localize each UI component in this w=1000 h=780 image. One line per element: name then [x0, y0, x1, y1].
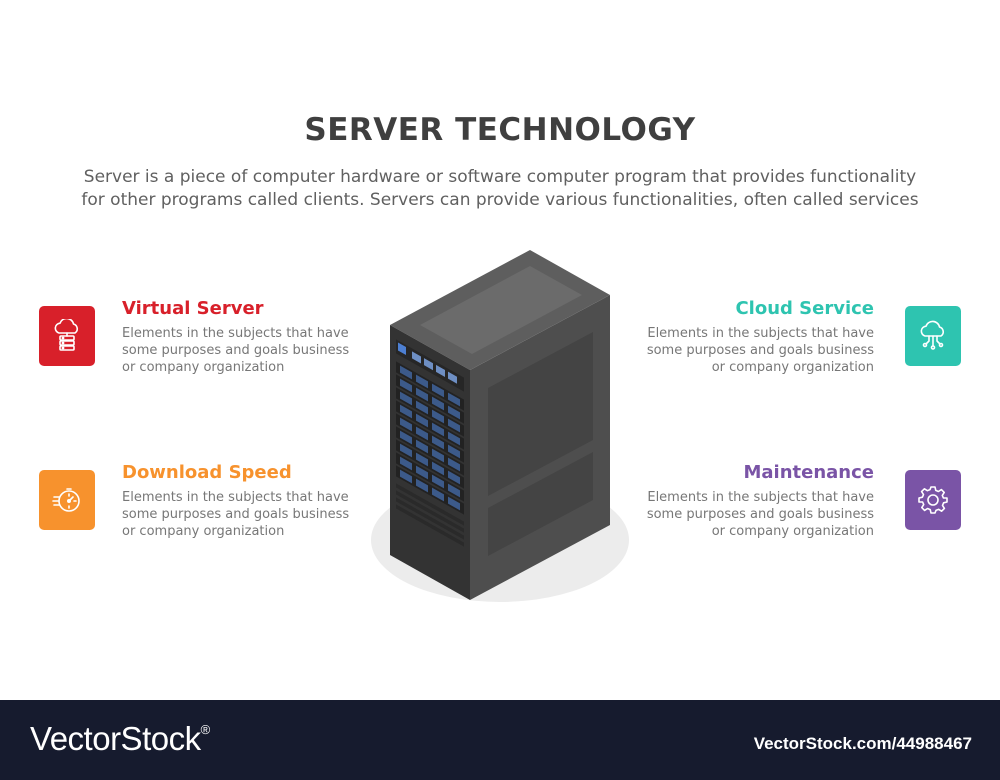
desc-line: some purposes and goals business [122, 507, 350, 522]
registered-mark: ® [200, 722, 211, 737]
drive-slot [432, 448, 444, 463]
drive-slot [416, 439, 428, 454]
drive-slot [400, 469, 412, 484]
desc-line: or company organization [711, 360, 874, 375]
bottom-vent-line [396, 490, 464, 533]
drive-slot [432, 422, 444, 437]
desc-line: some purposes and goals business [122, 343, 350, 358]
gear-icon [918, 486, 948, 514]
drive-slot [400, 456, 412, 471]
server-front-details [396, 339, 464, 547]
server-rack-illustration [371, 250, 629, 602]
drive-slot [448, 444, 460, 459]
drive-slot [400, 430, 412, 445]
page-subtitle: Server is a piece of computer hardware o… [40, 166, 960, 212]
drive-slot [448, 457, 460, 472]
drive-slot [448, 470, 460, 485]
drive-slot [416, 387, 428, 402]
maintenance-title: Maintenance [743, 462, 874, 483]
server-indicator [436, 364, 445, 377]
drive-slot [448, 496, 460, 511]
drive-slot [416, 413, 428, 428]
drive-bay-row [396, 465, 464, 515]
brand-name: VectorStock [30, 720, 201, 757]
download-speed-desc: Elements in the subjects that have some … [122, 489, 352, 540]
drive-slot [432, 487, 444, 502]
drive-bay-row [396, 439, 464, 489]
drive-bay-row [396, 387, 464, 437]
drive-slot [448, 483, 460, 498]
cloud-server-icon [54, 319, 79, 351]
drive-bay-row [396, 374, 464, 424]
subtitle-line-1: Server is a piece of computer hardware o… [83, 167, 917, 187]
drive-bay-row [396, 413, 464, 463]
server-side-recess-top [488, 332, 593, 496]
desc-line: Elements in the subjects that have [122, 326, 349, 341]
virtual-server-title: Virtual Server [122, 298, 264, 319]
drive-bay-row [396, 452, 464, 502]
drive-slot [432, 474, 444, 489]
cloud-service-desc: Elements in the subjects that have some … [644, 325, 874, 376]
subtitle-line-2: for other programs called clients. Serve… [81, 190, 919, 210]
desc-line: Elements in the subjects that have [647, 490, 874, 505]
desc-line: or company organization [122, 360, 285, 375]
drive-slot [432, 461, 444, 476]
drive-slot [448, 431, 460, 446]
bottom-vent-line [396, 497, 464, 540]
desc-line: or company organization [122, 524, 285, 539]
drive-slot [448, 392, 460, 407]
drive-slot [432, 435, 444, 450]
maintenance-icon-box [905, 470, 961, 530]
drive-slot [448, 405, 460, 420]
drive-slot [416, 478, 428, 493]
drive-slot [448, 418, 460, 433]
vectorstock-logo: VectorStock® [30, 720, 210, 758]
drive-slot [432, 383, 444, 398]
speedometer-icon [52, 488, 80, 512]
bottom-vent-line [396, 483, 464, 526]
drive-slot [400, 443, 412, 458]
server-side-recess-bottom [488, 452, 593, 556]
virtual-server-desc: Elements in the subjects that have some … [122, 325, 352, 376]
drive-slot [416, 400, 428, 415]
server-indicator [424, 358, 433, 371]
desc-line: or company organization [711, 524, 874, 539]
drive-bay-row [396, 361, 464, 411]
server-indicator [448, 371, 457, 384]
drive-slot [432, 409, 444, 424]
drive-bay-row [396, 400, 464, 450]
bottom-vent-line [396, 504, 464, 547]
desc-line: some purposes and goals business [646, 507, 874, 522]
drive-slot [400, 404, 412, 419]
download-speed-icon-box [39, 470, 95, 530]
desc-line: Elements in the subjects that have [122, 490, 349, 505]
drive-slot [416, 374, 428, 389]
stock-id: VectorStock.com/44988467 [753, 734, 972, 753]
footer-bar: VectorStock® VectorStock.com/44988467 [0, 700, 1000, 780]
drive-slot [400, 417, 412, 432]
desc-line: Elements in the subjects that have [647, 326, 874, 341]
page-title: SERVER TECHNOLOGY [304, 112, 696, 148]
drive-slot [400, 365, 412, 380]
virtual-server-icon-box [39, 306, 95, 366]
download-speed-title: Download Speed [122, 462, 292, 483]
cloud-network-icon [920, 320, 945, 350]
maintenance-desc: Elements in the subjects that have some … [644, 489, 874, 540]
drive-slot [400, 391, 412, 406]
drive-slot [432, 396, 444, 411]
cloud-service-title: Cloud Service [735, 298, 874, 319]
drive-bay-row [396, 426, 464, 476]
drive-slot [416, 426, 428, 441]
drive-slot [400, 378, 412, 393]
server-indicator [412, 351, 421, 364]
desc-line: some purposes and goals business [646, 343, 874, 358]
cloud-service-icon-box [905, 306, 961, 366]
drive-slot [416, 465, 428, 480]
drive-slot [416, 452, 428, 467]
server-status-light [398, 342, 406, 355]
server-top-inset [420, 266, 582, 354]
